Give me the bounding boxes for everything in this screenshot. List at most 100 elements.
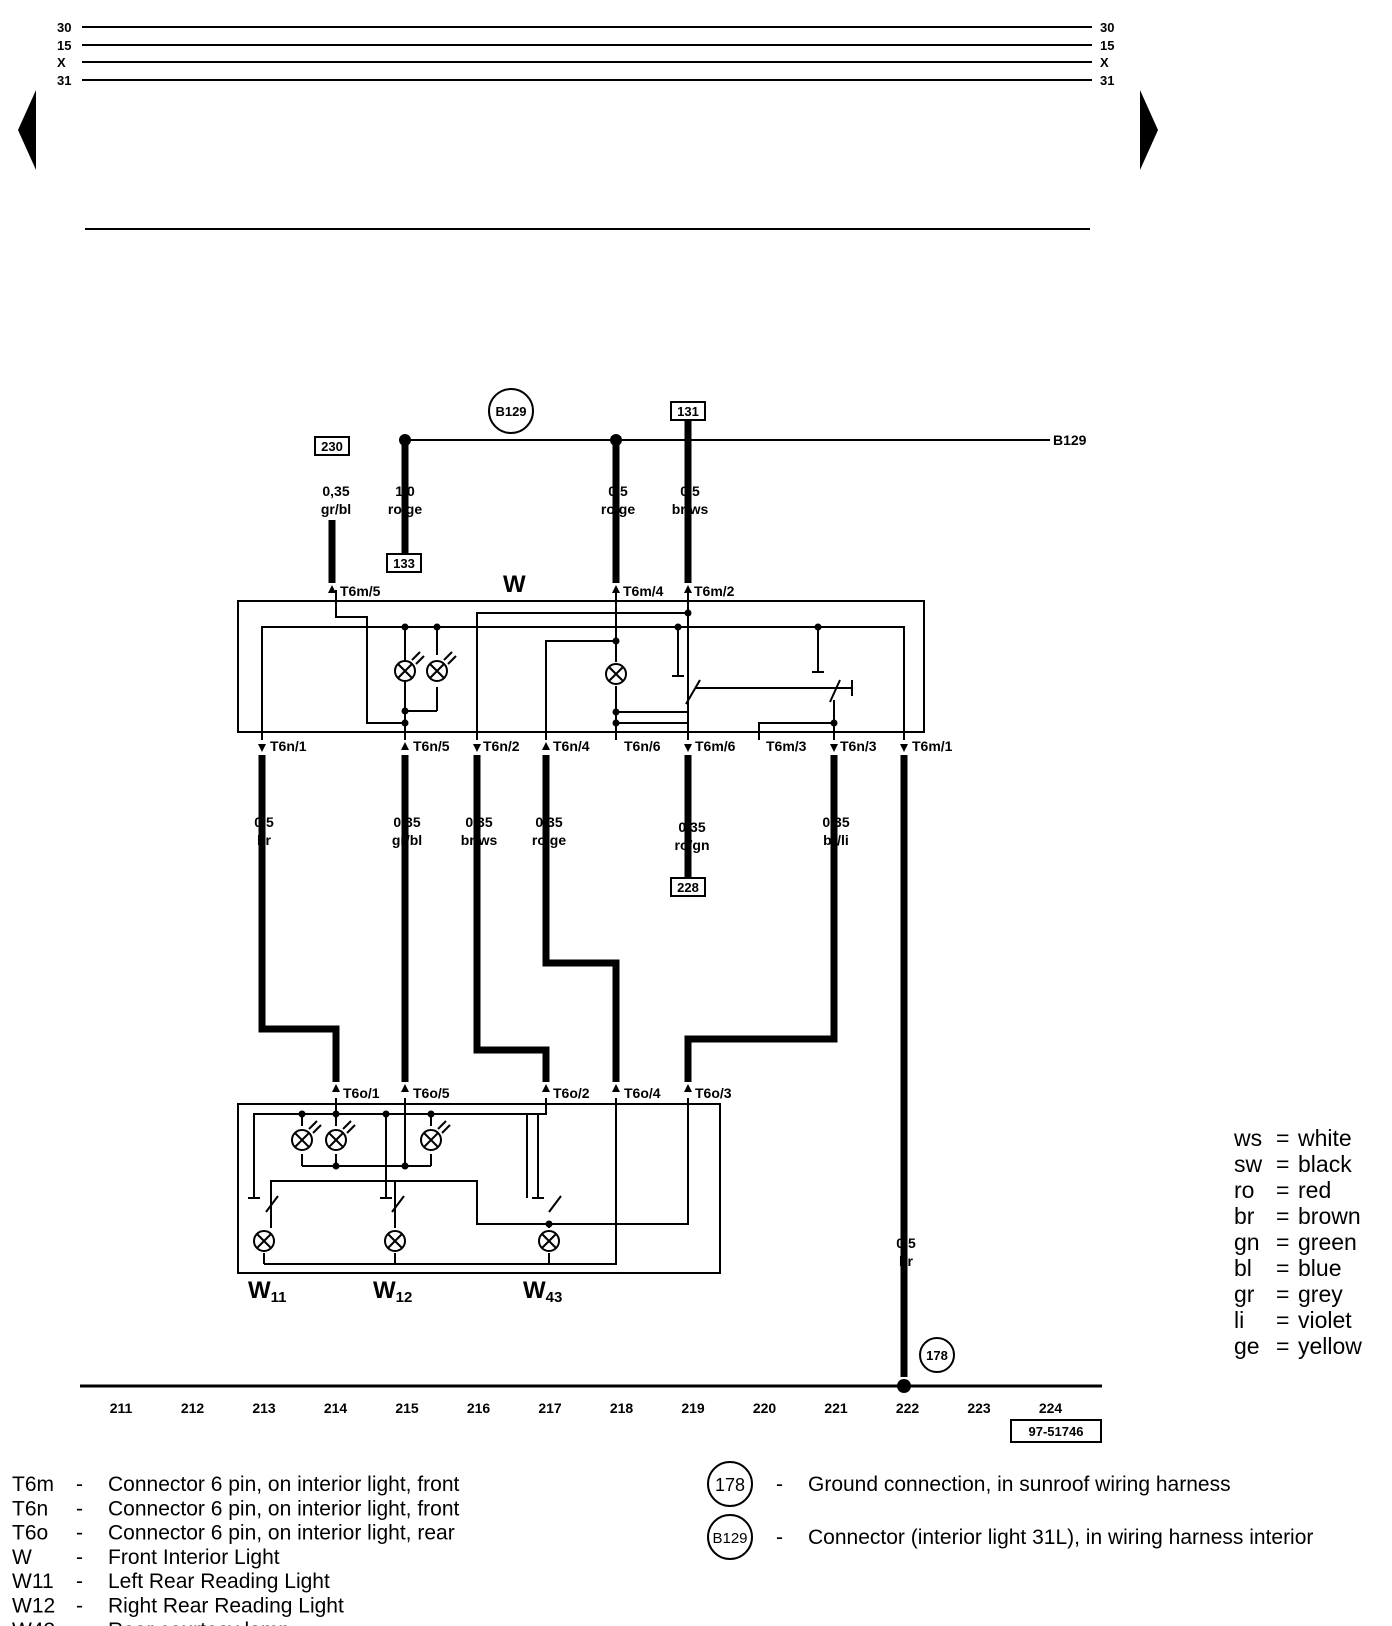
legend-code: W	[12, 1546, 32, 1569]
color-key: ws=whitesw=blackro=redbr=browngn=greenbl…	[1233, 1125, 1362, 1359]
color-name: yellow	[1298, 1333, 1362, 1359]
color-name: white	[1297, 1125, 1352, 1151]
wire-t6m6-size: 0,35	[678, 819, 705, 835]
pin-t6m4: T6m/4	[623, 583, 664, 599]
legend-desc: Left Rear Reading Light	[108, 1570, 330, 1593]
pin-t6n4: T6n/4	[553, 738, 590, 754]
w-door-switches	[672, 671, 841, 705]
ref-box-228-label: 228	[677, 880, 699, 895]
color-code: bl	[1234, 1255, 1252, 1281]
wire-t6m4-size: 0,5	[608, 483, 628, 499]
ref-box-228: 228	[670, 877, 706, 897]
position-number: 212	[181, 1400, 205, 1416]
w-pin-labels-bottom: T6n/1 T6n/5 T6n/2 T6n/4 T6n/6 T6m/6 T6m/…	[270, 738, 953, 754]
pin-t6n6: T6n/6	[624, 738, 661, 754]
component-w43-label: W43	[523, 1277, 562, 1306]
power-rails	[82, 26, 1092, 81]
legend-dash: -	[76, 1522, 83, 1545]
rear-pin-arrows	[332, 1084, 692, 1092]
b129-bus: B129	[399, 432, 1087, 448]
legend-ground-symbol-label: 178	[715, 1475, 745, 1495]
w-junctions	[401, 609, 838, 727]
component-w11-label: W11	[248, 1277, 287, 1306]
color-eq: =	[1276, 1177, 1289, 1203]
wire-t6n1-color: br	[257, 832, 272, 848]
w12-sub: 12	[396, 1289, 413, 1306]
pin-t6m5: T6m/5	[340, 583, 381, 599]
legend-right-desc-0: Ground connection, in sunroof wiring har…	[808, 1473, 1231, 1496]
wire-t6n2-color: br/ws	[461, 832, 498, 848]
wire-t6n4-size: 0,35	[535, 814, 562, 830]
w43-sub: 43	[546, 1289, 563, 1306]
legend-dash: -	[76, 1546, 83, 1569]
wire-131-color: br/ws	[672, 501, 709, 517]
pin-t6n5: T6n/5	[413, 738, 450, 754]
rail-label-x-right: X	[1100, 55, 1109, 70]
position-number: 224	[1039, 1400, 1063, 1416]
rail-label-15-right: 15	[1100, 38, 1114, 53]
doc-number-box: 97-51746	[1010, 1419, 1102, 1443]
ground-178-label: 178	[926, 1348, 948, 1363]
position-number: 221	[824, 1400, 848, 1416]
pin-t6m1: T6m/1	[912, 738, 953, 754]
legend-ground-symbol: 178	[707, 1461, 753, 1507]
color-code: gn	[1234, 1229, 1260, 1255]
rail-label-31-right: 31	[1100, 73, 1114, 88]
ground-178-symbol: 178	[919, 1337, 955, 1373]
wires-middle	[258, 755, 908, 1377]
color-code: li	[1234, 1307, 1244, 1333]
wire-131-size: 0,5	[680, 483, 700, 499]
arrow-right-icon[interactable]	[1140, 90, 1158, 170]
arrow-left-icon[interactable]	[18, 90, 36, 170]
legend-dash: -	[76, 1497, 83, 1520]
reading-lamp-icon	[420, 1120, 451, 1151]
pin-t6o5: T6o/5	[413, 1085, 450, 1101]
lamp-w11-icon	[253, 1230, 275, 1252]
wire-230-size: 0,35	[322, 483, 349, 499]
color-eq: =	[1276, 1203, 1289, 1229]
wires-upper	[328, 420, 692, 583]
pin-t6n3: T6n/3	[840, 738, 877, 754]
reading-lamp-icon	[291, 1120, 322, 1151]
color-name: black	[1298, 1151, 1352, 1177]
wire-t6n2-size: 0,35	[465, 814, 492, 830]
pin-t6m3: T6m/3	[766, 738, 807, 754]
legend-desc: Connector 6 pin, on interior light, fron…	[108, 1473, 460, 1496]
legend-code: T6m	[12, 1473, 54, 1496]
component-w-label: W	[503, 571, 526, 598]
reading-lamp-icon	[426, 651, 457, 682]
position-number: 213	[252, 1400, 276, 1416]
ground-bus	[80, 1379, 1102, 1393]
rear-lamps	[253, 1230, 560, 1252]
legend-dash: -	[76, 1473, 83, 1496]
position-number: 222	[896, 1400, 920, 1416]
rail-label-15-left: 15	[57, 38, 71, 53]
front-interior-light-w: W	[237, 571, 925, 740]
color-eq: =	[1276, 1151, 1289, 1177]
pin-t6m6: T6m/6	[695, 738, 736, 754]
pin-t6o3: T6o/3	[695, 1085, 732, 1101]
color-eq: =	[1276, 1125, 1289, 1151]
pin-t6o4: T6o/4	[624, 1085, 661, 1101]
color-code: br	[1234, 1203, 1255, 1229]
legend-code: W11	[12, 1570, 54, 1593]
ref-box-230-label: 230	[321, 439, 343, 454]
wire-t6n4-color: ro/ge	[532, 832, 566, 848]
rail-labels-left: 30 15 X 31	[57, 20, 71, 88]
wire-133-color: ro/ge	[388, 501, 422, 517]
color-eq: =	[1276, 1255, 1289, 1281]
wire-labels-upper: 0,35 gr/bl 1,0 ro/ge 0,5 ro/ge 0,5 br/ws	[321, 483, 709, 517]
doc-number: 97-51746	[1029, 1424, 1084, 1439]
ref-box-230: 230	[314, 436, 350, 456]
wire-t6n1-size: 0,5	[254, 814, 274, 830]
color-code: gr	[1234, 1281, 1255, 1307]
wire-ground-size: 0,5	[896, 1235, 916, 1251]
w11-main: W	[248, 1277, 271, 1304]
interior-lamp-icon	[605, 663, 627, 685]
rail-label-x-left: X	[57, 55, 66, 70]
legend-code: W43	[12, 1619, 55, 1626]
rear-door-switches	[248, 1195, 562, 1213]
legend-dash: -	[76, 1619, 83, 1626]
